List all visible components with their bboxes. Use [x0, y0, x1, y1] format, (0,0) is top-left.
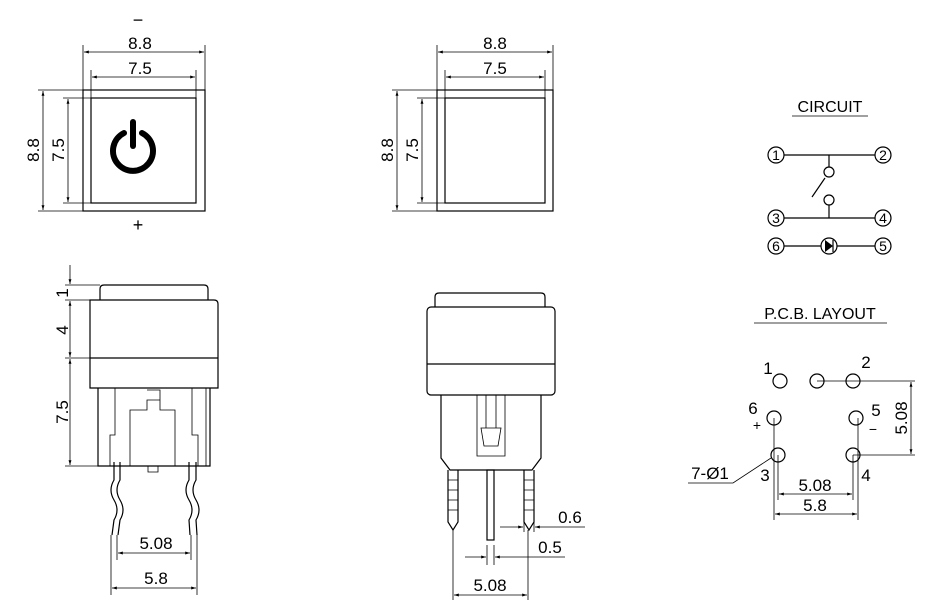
- dim-center-pin: 0.5: [538, 538, 562, 557]
- pin-2: 2: [879, 147, 887, 163]
- pcb-title: P.C.B. LAYOUT: [764, 306, 876, 323]
- width-outer-dim: 8.8: [128, 34, 152, 53]
- pcb-minus: −: [869, 421, 877, 437]
- pcb-layout: P.C.B. LAYOUT 5.08 5.08 5.8 1 2 3 4 5 6 …: [688, 306, 915, 520]
- power-icon: [110, 119, 156, 174]
- pin-3: 3: [772, 210, 780, 226]
- height-outer-dim: 8.8: [378, 138, 397, 162]
- circuit-diagram: CIRCUIT 1 2 3 4 5 6: [767, 99, 892, 255]
- pcb-plus: +: [753, 417, 761, 433]
- side-view-middle: 0.6 0.5 5.08: [426, 292, 585, 600]
- pcb-dim-outer: 5.8: [803, 496, 827, 515]
- pcb-label-3: 3: [760, 466, 769, 485]
- hole-spec: 7-Ø1: [691, 464, 729, 483]
- dim-pitch: 5.08: [473, 576, 506, 595]
- dim-outer: 5.8: [144, 569, 168, 588]
- width-outer-dim: 8.8: [483, 34, 507, 53]
- pin-5: 5: [879, 238, 887, 254]
- dim-body: 4: [53, 325, 72, 334]
- circuit-title: CIRCUIT: [798, 99, 863, 116]
- pcb-dim-inner: 5.08: [798, 476, 831, 495]
- pcb-label-4: 4: [861, 466, 870, 485]
- height-inner-dim: 7.5: [49, 138, 68, 162]
- pin-4: 4: [879, 210, 887, 226]
- plus-label: +: [133, 215, 144, 235]
- pin-1: 1: [772, 147, 780, 163]
- dim-lower: 7.5: [53, 400, 72, 424]
- top-view-with-icon: − 8.8 7.5 8.8 7.5 +: [24, 10, 206, 235]
- width-inner-dim: 7.5: [483, 59, 507, 78]
- dim-pin-width: 0.6: [558, 508, 582, 527]
- pcb-label-1: 1: [763, 359, 772, 378]
- pcb-label-2: 2: [861, 353, 870, 372]
- width-inner-dim: 7.5: [128, 59, 152, 78]
- side-view-left: 1 4 7.5 5.08 5.8: [53, 265, 219, 595]
- pcb-label-6: 6: [748, 399, 757, 418]
- pcb-label-5: 5: [871, 401, 880, 420]
- pcb-dim-vertical: 5.08: [892, 401, 911, 434]
- height-outer-dim: 8.8: [24, 138, 43, 162]
- pin-6: 6: [772, 238, 780, 254]
- dim-cap: 1: [53, 288, 72, 297]
- minus-label: −: [133, 10, 144, 30]
- height-inner-dim: 7.5: [403, 138, 422, 162]
- top-view-plain: 8.8 7.5 8.8 7.5: [378, 34, 554, 212]
- dim-pitch: 5.08: [139, 534, 172, 553]
